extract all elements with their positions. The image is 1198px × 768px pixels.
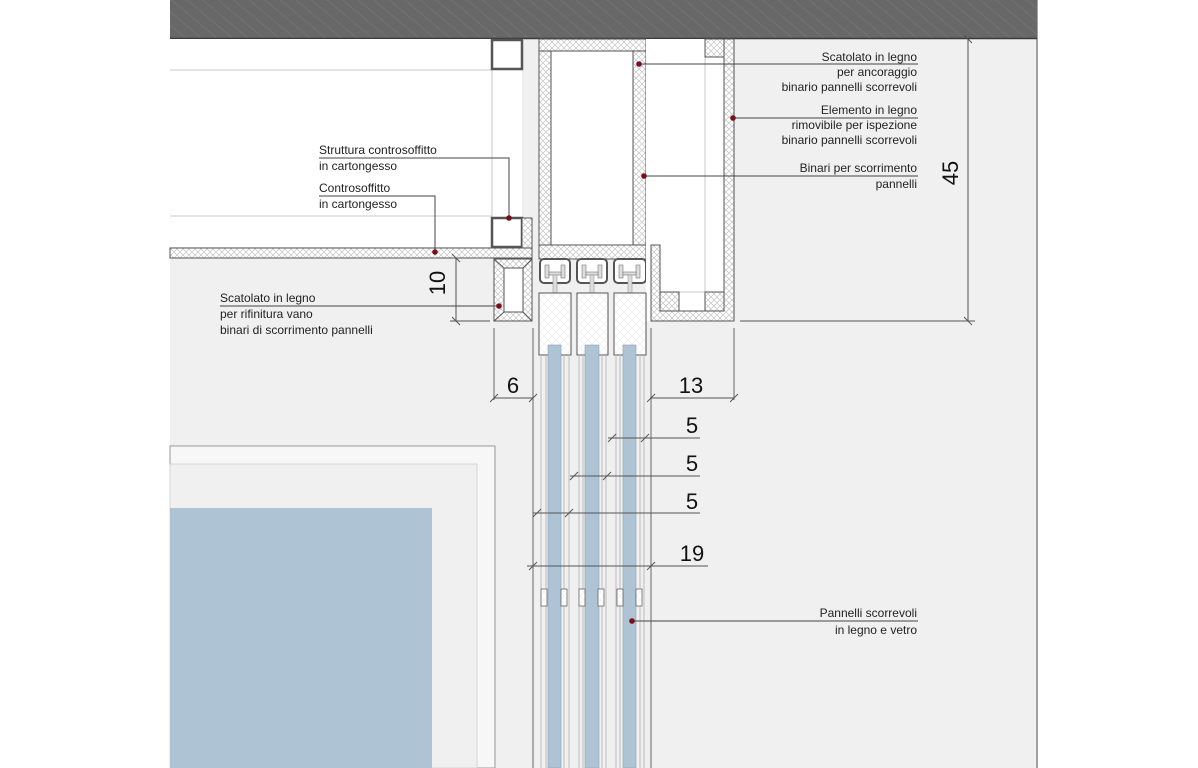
label-rails: Binari per scorrimento pannelli	[800, 161, 918, 191]
svg-text:per rifinitura vano: per rifinitura vano	[220, 307, 313, 321]
metal-profile-top	[490, 38, 524, 71]
rail-3	[613, 258, 647, 294]
panel-1	[538, 292, 572, 768]
dim-frame-width: 6	[507, 373, 519, 398]
svg-text:Struttura controsoffitto: Struttura controsoffitto	[319, 143, 437, 157]
svg-text:Scatolato in legno: Scatolato in legno	[822, 50, 918, 64]
plasterboard-return	[521, 217, 533, 249]
concrete-slab	[170, 0, 1037, 38]
ceiling-void	[170, 39, 524, 247]
svg-text:Elemento in legno: Elemento in legno	[821, 103, 917, 117]
label-sliding-panels: Pannelli scorrevoli in legno e vetro	[820, 606, 918, 637]
leader-dots	[432, 61, 736, 624]
svg-text:Pannelli scorrevoli: Pannelli scorrevoli	[820, 606, 917, 620]
svg-text:binari di scorrimento pannelli: binari di scorrimento pannelli	[220, 323, 373, 337]
svg-text:binario pannelli scorrevoli: binario pannelli scorrevoli	[782, 133, 917, 147]
rail-2	[576, 258, 608, 294]
anchor-wood-box	[538, 38, 647, 260]
window-glass	[170, 508, 432, 768]
leader-dot-panels	[629, 618, 635, 624]
label-removable-element: Elemento in legno rimovibile per ispezio…	[782, 103, 918, 147]
leader-dot-structure	[506, 215, 512, 221]
svg-text:in legno e vetro: in legno e vetro	[835, 623, 917, 637]
panel-2	[576, 292, 609, 768]
rail-1	[539, 258, 571, 294]
svg-text:rimovibile per ispezione: rimovibile per ispezione	[792, 118, 918, 132]
svg-text:binario pannelli scorrevoli: binario pannelli scorrevoli	[782, 80, 917, 94]
dim-frame-height: 10	[425, 271, 450, 295]
leader-dot-ceiling	[432, 249, 438, 255]
label-anchor-box: Scatolato in legno per ancoraggio binari…	[782, 50, 918, 94]
svg-text:pannelli: pannelli	[876, 177, 917, 191]
sliding-panels	[538, 292, 647, 768]
dim-gap-1: 5	[686, 413, 698, 438]
leader-dot-anchor-box	[636, 61, 642, 67]
svg-text:in cartongesso: in cartongesso	[319, 197, 397, 211]
leader-lines	[220, 63, 918, 622]
svg-text:per ancoraggio: per ancoraggio	[837, 65, 917, 79]
metal-profile-bottom	[490, 216, 524, 249]
plasterboard-ceiling	[169, 247, 533, 259]
svg-text:Binari per scorrimento: Binari per scorrimento	[800, 161, 918, 175]
finishing-wood-box	[493, 258, 533, 322]
removable-wood-element	[646, 38, 735, 322]
svg-text:Controsoffitto: Controsoffitto	[319, 181, 390, 195]
svg-text:in cartongesso: in cartongesso	[319, 159, 397, 173]
dim-total-height: 45	[938, 161, 963, 185]
sliding-rails	[539, 258, 647, 294]
panel-3	[613, 292, 647, 768]
leader-dot-removable	[730, 115, 736, 121]
dimension-lines	[450, 34, 975, 571]
dim-right-box: 13	[679, 373, 703, 398]
window-frame	[169, 445, 496, 768]
dim-gap-3: 5	[686, 489, 698, 514]
label-finishing-box: Scatolato in legno per rifinitura vano b…	[220, 291, 373, 337]
leader-dot-rails	[641, 173, 647, 179]
leader-dot-finishing-box	[496, 303, 502, 309]
dim-gap-2: 5	[686, 451, 698, 476]
label-ceiling-structure: Struttura controsoffitto in cartongesso	[319, 143, 437, 173]
dim-panels-total: 19	[680, 541, 704, 566]
svg-text:Scatolato in legno: Scatolato in legno	[220, 291, 316, 305]
label-plasterboard-ceiling: Controsoffitto in cartongesso	[319, 181, 397, 211]
